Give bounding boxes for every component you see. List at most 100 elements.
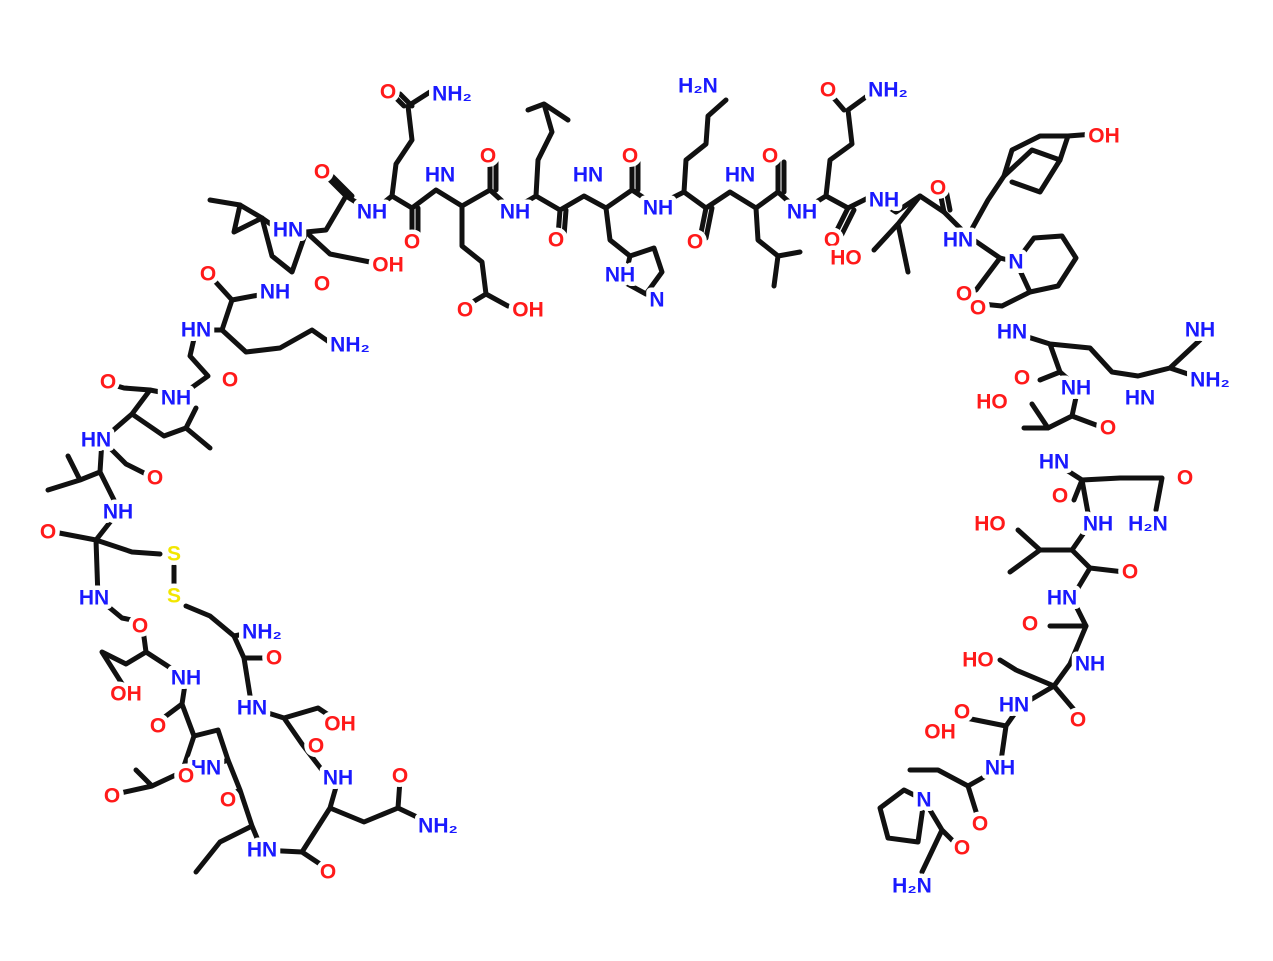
bond <box>603 205 665 297</box>
atom-label: O <box>220 789 236 812</box>
atom-label: HN <box>191 757 221 780</box>
atom-label: OH <box>512 299 544 322</box>
atom-label: HN <box>237 697 267 720</box>
atom-label: H₂N <box>678 75 718 98</box>
atom-label: NH₂ <box>242 621 282 644</box>
bond <box>697 205 715 241</box>
atom-label: HN <box>425 164 455 187</box>
atom-label: O <box>480 145 496 168</box>
atom-label: NH <box>869 189 899 212</box>
atom-label: O <box>40 521 56 544</box>
atom-label: O <box>200 263 216 286</box>
atom-label: OH <box>324 713 356 736</box>
bond <box>155 675 231 771</box>
bond <box>207 197 265 235</box>
atom-label: HN <box>725 164 755 187</box>
atom-label: O <box>380 81 396 104</box>
atom-label: O <box>104 785 120 808</box>
atom-label: O <box>1014 367 1030 390</box>
atom-label: NH <box>103 501 133 524</box>
bond <box>45 437 121 511</box>
bond <box>1047 565 1093 629</box>
atom-label: O <box>266 647 282 670</box>
atom-label: NH <box>1185 319 1215 342</box>
bond <box>389 89 433 199</box>
atom-label: O <box>954 701 970 724</box>
bond <box>775 159 787 195</box>
bond <box>409 205 421 241</box>
bond <box>487 159 499 193</box>
atom-label: O <box>320 861 336 884</box>
atom-label: HN <box>181 319 211 342</box>
atom-label: O <box>314 273 330 296</box>
atom-label: NH <box>643 197 673 220</box>
atom-label: NH <box>323 767 353 790</box>
atom-label: HN <box>1047 587 1077 610</box>
atom-label: O <box>100 371 116 394</box>
bond <box>629 159 641 193</box>
atom-label: HN <box>247 839 277 862</box>
atom-label: OH <box>372 254 404 277</box>
bond <box>937 187 953 215</box>
bond <box>95 595 189 693</box>
atom-label: HN <box>79 587 109 610</box>
atom-label: O <box>930 177 946 200</box>
bond <box>907 765 1003 821</box>
bond <box>555 207 569 239</box>
bond <box>389 91 415 109</box>
atom-label: NH₂ <box>1190 369 1230 392</box>
atom-label: NH₂ <box>432 83 472 106</box>
atom-label: NH <box>787 201 817 224</box>
atom-label: NH <box>260 281 290 304</box>
atom-label: HN <box>273 219 303 242</box>
atom-label: NH₂ <box>418 815 458 838</box>
atom-label: O <box>147 467 163 490</box>
bond <box>1001 133 1071 195</box>
bond <box>231 633 273 711</box>
atom-label: O <box>972 813 988 836</box>
bond <box>459 203 511 309</box>
atom-label: NH <box>605 264 635 287</box>
atom-label: NH₂ <box>330 334 370 357</box>
atom-label: H₂N <box>892 875 932 898</box>
bond <box>259 777 439 871</box>
atom-label: HN <box>999 694 1029 717</box>
atom-label: HO <box>974 513 1006 536</box>
bond <box>193 757 265 875</box>
atom-label: OH <box>1088 125 1120 148</box>
atom-label: HN <box>1125 387 1155 410</box>
atom-label: NH <box>1075 653 1105 676</box>
atom-label: OH <box>924 721 956 744</box>
bond <box>1021 369 1107 431</box>
atom-label: NH <box>161 387 191 410</box>
bond <box>51 509 163 601</box>
bond <box>877 787 961 875</box>
bond-skeleton <box>45 89 1209 875</box>
atom-label: N <box>1008 251 1023 274</box>
bond <box>965 131 1097 239</box>
bond <box>249 705 341 781</box>
atom-label: NH <box>357 201 387 224</box>
atom-label: S <box>167 543 181 566</box>
atom-label: N <box>916 789 931 812</box>
atom-label: HO <box>976 391 1008 414</box>
atom-label: O <box>820 79 836 102</box>
atom-label: O <box>1052 485 1068 508</box>
atom-label: HN <box>997 321 1027 344</box>
atom-label: O <box>954 837 970 860</box>
bond <box>1009 329 1209 383</box>
bond <box>99 387 213 479</box>
bond <box>831 205 857 241</box>
bond <box>107 327 211 399</box>
atom-label: S <box>167 585 181 608</box>
atom-label: O <box>1022 613 1038 636</box>
bond <box>113 733 197 797</box>
atom-label: O <box>222 369 238 392</box>
bond <box>323 173 355 199</box>
atom-label: OH <box>110 683 142 706</box>
atom-label: O <box>1100 417 1116 440</box>
atom-label: O <box>457 299 473 322</box>
